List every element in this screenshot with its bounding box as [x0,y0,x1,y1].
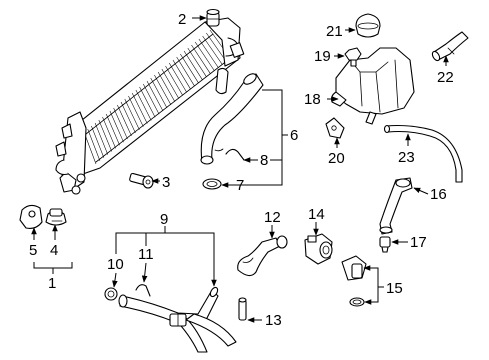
radiator-fin [135,89,152,121]
radiator-fin [143,83,160,115]
callout-6: 6 [290,127,298,144]
radiator-fin [191,44,211,74]
part-18-reservoir [330,47,415,125]
callout-21: 21 [326,23,343,40]
part-23-overflow-hose [383,124,463,183]
part-7-o-ring [202,178,222,190]
part-21-cap [355,13,381,38]
radiator-fin [102,116,116,149]
part-10-o-ring [104,287,118,301]
callout-22: 22 [437,69,454,86]
radiator-fin [120,101,136,133]
part-2-grommet [206,8,220,27]
radiator-fin [94,122,109,155]
callout-23: 23 [398,149,415,166]
radiator-fin [198,38,219,68]
callout-12: 12 [264,209,281,226]
callout-8: 8 [260,152,268,169]
radiator-fin [139,86,156,118]
radiator-fin [154,74,172,105]
callout-18: 18 [304,91,321,108]
radiator-fin [117,104,132,137]
callout-3: 3 [162,174,170,191]
part-19-bolt [344,47,362,67]
radiator-fin [146,80,164,112]
callout-14: 14 [308,206,325,223]
radiator-fin [87,128,101,161]
radiator-fin [172,59,191,90]
radiator-fin [180,53,199,84]
part-15-valve [341,255,367,307]
part-17-bleeder [379,236,391,253]
radiator-fin [176,56,195,87]
radiator-fin [128,95,144,127]
callout-20: 20 [328,150,345,167]
part-13-tube [238,297,247,321]
part-6-upper-hose [200,73,264,165]
radiator-fin [187,47,207,77]
part-14-thermostat-housing [304,233,333,265]
callout-5: 5 [29,242,37,259]
radiator-core-fins [83,29,231,165]
callout-15: 15 [386,280,403,297]
callout-17: 17 [410,234,427,251]
radiator-fin [91,125,105,158]
part-8-clip [225,148,245,161]
callout-2: 2 [178,11,186,28]
part-11-clip [135,284,151,297]
leader-lines [31,15,449,323]
callout-1: 1 [48,275,56,292]
radiator-fin [161,68,180,99]
radiator-fin [202,35,223,65]
radiator-fin [168,62,187,93]
part-4-isolator [45,208,67,226]
radiator-fin [98,119,113,152]
part-20-bracket [325,117,345,139]
callout-19: 19 [314,48,331,65]
radiator-fin [206,32,227,62]
callout-9: 9 [160,211,168,228]
callout-4: 4 [50,242,58,259]
radiator-fin [105,113,120,146]
callout-16: 16 [430,186,447,203]
radiator-fin [157,71,176,102]
radiator-fin [131,92,148,124]
radiator-fin [194,41,215,71]
radiator-fin [113,107,128,140]
radiator-fin [165,65,183,96]
radiator [55,17,245,195]
radiator-fin [109,110,124,143]
part-12-bypass-hose [237,235,288,277]
radiator-fin [183,50,203,80]
callout-13: 13 [265,312,282,329]
radiator-fin [150,77,168,109]
callout-10: 10 [107,256,124,273]
part-3-bolt [129,172,154,189]
part-5-isolator [19,204,43,229]
callout-7: 7 [236,177,244,194]
radiator-fin [124,98,140,130]
part-16-outlet-tube [379,177,413,235]
part-22-hose [431,31,469,62]
callout-labels: 1 2 3 4 5 6 7 8 9 10 11 12 13 14 15 16 1… [29,11,454,329]
callout-11: 11 [138,246,154,263]
part-9-lower-hose [118,286,237,353]
